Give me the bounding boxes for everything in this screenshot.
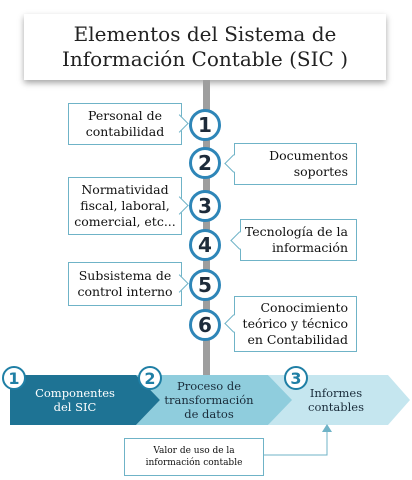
process-number-1: 1 bbox=[2, 366, 26, 390]
process-3-line-2: contables bbox=[308, 400, 364, 414]
process-2-line-1: Proceso de bbox=[176, 379, 242, 393]
title-line-2: Información Contable (SIC ) bbox=[62, 47, 348, 71]
element-1-line-2: contabilidad bbox=[85, 124, 165, 139]
note-line-1: Valor de uso de la bbox=[153, 446, 235, 456]
element-3-line-2: fiscal, laboral, bbox=[80, 198, 170, 213]
chevron-shape-2 bbox=[136, 375, 292, 425]
element-6-line-2: teórico y técnico bbox=[242, 316, 348, 331]
chevron-shape-3 bbox=[268, 375, 410, 425]
element-6-line-3: en Contabilidad bbox=[247, 332, 349, 347]
element-2-line-2: soportes bbox=[293, 164, 348, 179]
feedback-arrow-up bbox=[262, 430, 328, 456]
element-number-1: 1 bbox=[189, 109, 221, 141]
process-3-line-1: Informes bbox=[309, 386, 363, 400]
element-2-line-1: Documentos bbox=[269, 148, 348, 163]
element-number-5: 5 bbox=[189, 269, 221, 301]
process-2-line-2: transformación bbox=[164, 393, 254, 407]
element-number-6: 6 bbox=[189, 309, 221, 341]
element-4-line-1: Tecnología de la bbox=[244, 224, 348, 239]
element-callout-4: Tecnología de la información bbox=[240, 219, 357, 261]
element-3-line-3: comercial, etc... bbox=[74, 214, 176, 229]
element-callout-3: Normatividad fiscal, laboral, comercial,… bbox=[68, 177, 182, 235]
title-box: Elementos del Sistema de Información Con… bbox=[24, 14, 386, 80]
note-line-2: información contable bbox=[145, 458, 243, 468]
value-note-box: Valor de uso de la información contable bbox=[124, 438, 264, 476]
element-number-3: 3 bbox=[189, 190, 221, 222]
element-number-2: 2 bbox=[189, 147, 221, 179]
element-callout-1: Personal de contabilidad bbox=[68, 103, 182, 145]
element-number-4: 4 bbox=[189, 229, 221, 261]
process-1-line-1: Componentes bbox=[35, 386, 115, 400]
process-step-1: Componentes del SIC bbox=[10, 375, 140, 425]
element-callout-2: Documentos soportes bbox=[234, 143, 357, 185]
element-callout-5: Subsistema de control interno bbox=[68, 262, 182, 306]
element-3-line-1: Normatividad bbox=[81, 182, 169, 197]
element-5-line-2: control interno bbox=[77, 284, 173, 299]
process-1-line-2: del SIC bbox=[53, 400, 97, 414]
process-step-3: Informes contables bbox=[282, 375, 390, 425]
title-line-1: Elementos del Sistema de bbox=[73, 22, 337, 46]
element-1-line-1: Personal de bbox=[87, 108, 163, 123]
feedback-arrow-head bbox=[322, 424, 332, 432]
process-number-2: 2 bbox=[138, 366, 162, 390]
chevron-shape-1 bbox=[10, 375, 160, 425]
element-6-line-1: Conocimiento bbox=[260, 300, 348, 315]
process-number-3: 3 bbox=[284, 366, 308, 390]
process-2-line-3: de datos bbox=[184, 407, 234, 421]
element-5-line-1: Subsistema de bbox=[78, 268, 172, 283]
process-step-2: Proceso de transformación de datos bbox=[150, 375, 268, 425]
element-4-line-2: información bbox=[271, 240, 348, 255]
